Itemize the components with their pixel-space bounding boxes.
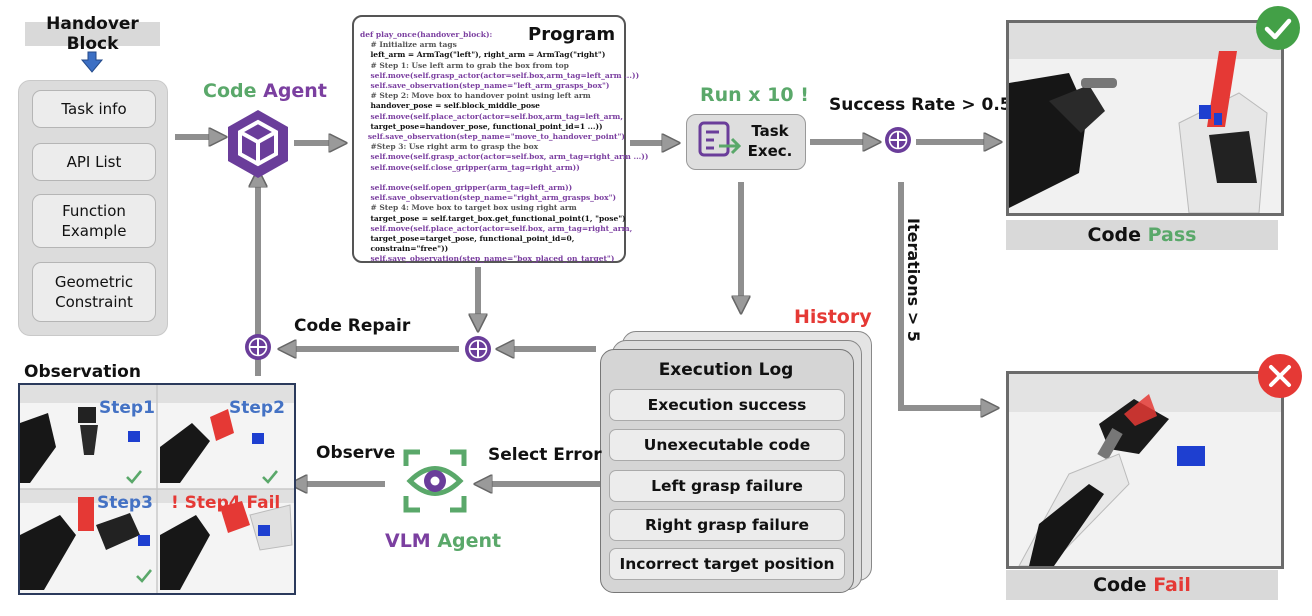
code-line xyxy=(360,173,612,183)
function-example-item: Function Example xyxy=(32,194,156,248)
code-line: target_pose=target_pose, functional_poin… xyxy=(360,234,575,244)
code-line: self.move(self.grasp_actor(actor=self.bo… xyxy=(360,70,640,80)
code-line: # Initialize arm tags xyxy=(360,40,457,50)
code-line: target_pose = self.target_box.get_functi… xyxy=(360,213,626,223)
program-title: Program xyxy=(528,24,616,45)
fail-scene-image xyxy=(1006,371,1284,569)
step3-label: Step3 xyxy=(97,493,153,513)
code-line: self.save_observation(step_name="box_pla… xyxy=(360,254,615,264)
code-line: #Step 3: Use right arm to grasp the box xyxy=(360,142,539,152)
observation-frames xyxy=(20,385,294,593)
step4-fail-label: ! Step4 Fail xyxy=(171,493,281,513)
code-line: self.move(self.open_gripper(arm_tag=left… xyxy=(360,183,573,193)
code-repair-label: Code Repair xyxy=(294,316,411,336)
select-error-label: Select Error xyxy=(488,445,602,465)
code-line: self.move(self.place_actor(actor=self.bo… xyxy=(360,223,633,233)
iterations-label: Iterations > 5 xyxy=(904,218,923,342)
check-icon xyxy=(1256,6,1300,50)
code-pass-label: Code Pass xyxy=(1006,220,1278,250)
task-exec-label: Task Exec. xyxy=(747,122,793,160)
program-code: def play_once(handover_block): # Initial… xyxy=(360,30,649,265)
code-line: self.save_observation(step_name="left_ar… xyxy=(360,81,610,91)
execution-log-title: Execution Log xyxy=(658,360,794,380)
history-item: Execution success xyxy=(609,389,845,421)
history-item: Right grasp failure xyxy=(609,509,845,541)
step2-label: Step2 xyxy=(229,398,285,418)
observation-title: Observation xyxy=(24,362,141,382)
vlm-agent-label: VLM Agent xyxy=(385,530,502,552)
merge-plus-icon xyxy=(245,334,271,360)
observe-label: Observe xyxy=(316,443,396,463)
code-fail-label: Code Fail xyxy=(1006,570,1278,600)
code-line: target_pose=handover_pose, functional_po… xyxy=(360,121,603,131)
program-panel xyxy=(352,15,626,263)
history-item: Left grasp failure xyxy=(609,470,845,502)
code-agent-label: Code Agent xyxy=(203,80,327,102)
success-rate-label: Success Rate > 0.5 xyxy=(829,95,1012,115)
api-list-item: API List xyxy=(32,143,156,181)
code-line: left_arm = ArmTag("left"), right_arm = A… xyxy=(360,50,606,60)
code-line: constrain="free")) xyxy=(360,244,449,254)
task-exec-icon xyxy=(698,121,741,157)
code-line: # Step 4: Move box to target box using r… xyxy=(360,203,577,213)
code-line: def play_once(handover_block): xyxy=(360,30,493,39)
handover-block-title: Handover Block xyxy=(25,14,160,54)
step1-label: Step1 xyxy=(99,398,155,418)
run-count-label: Run x 10 ! xyxy=(700,84,809,106)
code-line: self.save_observation(step_name="move_to… xyxy=(360,132,625,142)
code-line: self.move(self.place_actor(actor=self.bo… xyxy=(360,111,623,121)
history-title: History xyxy=(794,306,872,328)
task-info-item: Task info xyxy=(32,90,156,128)
code-line: self.move(self.close_gripper(arm_tag=rig… xyxy=(360,162,580,172)
history-item: Unexecutable code xyxy=(609,429,845,461)
pass-scene-image xyxy=(1006,20,1284,216)
code-line: self.move(self.grasp_actor(actor=self.bo… xyxy=(360,152,649,162)
cross-icon xyxy=(1258,354,1302,398)
history-item: Incorrect target position xyxy=(609,548,845,580)
code-line: self.save_observation(step_name="right_a… xyxy=(360,193,617,203)
merge-plus-icon xyxy=(885,127,911,153)
code-line: # Step 2: Move box to handover point usi… xyxy=(360,91,591,101)
code-line: handover_pose = self.block_middle_pose xyxy=(360,101,540,111)
eye-agent-icon xyxy=(403,449,467,513)
cube-agent-icon xyxy=(228,110,288,178)
observation-panel xyxy=(18,383,296,595)
geometric-constraint-item: Geometric Constraint xyxy=(32,262,156,322)
merge-plus-icon xyxy=(465,336,491,362)
code-line: # Step 1: Use left arm to grab the box f… xyxy=(360,60,569,70)
